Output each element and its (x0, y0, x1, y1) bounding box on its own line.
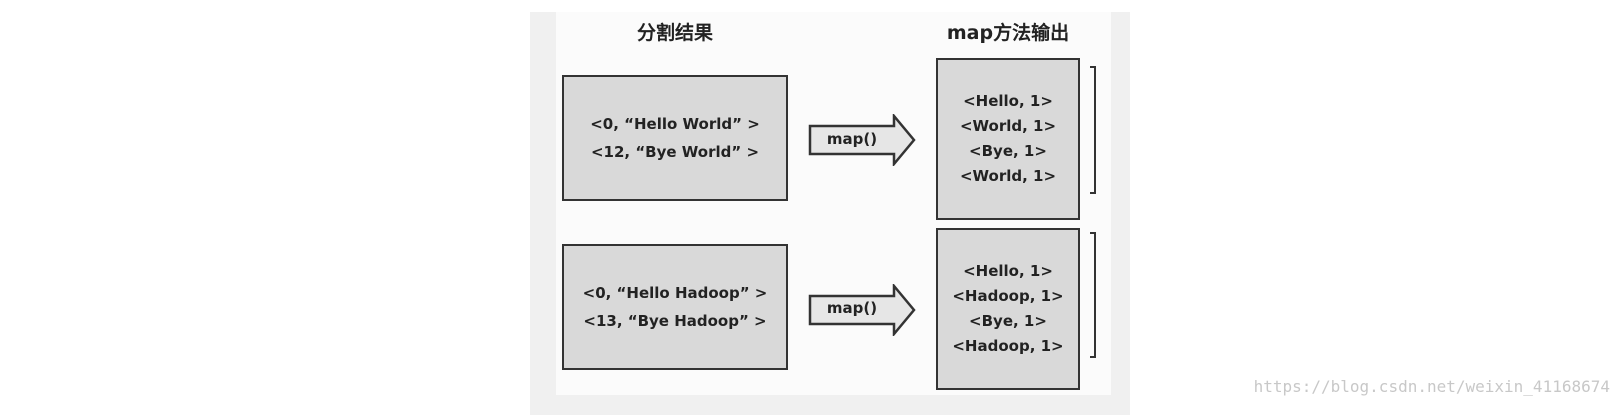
output-line: <Hello, 1> (963, 262, 1053, 280)
split-line: <0, “Hello Hadoop” > (582, 284, 768, 302)
output-line: <Hadoop, 1> (952, 287, 1064, 305)
map-output-box-1: <Hello, 1> <World, 1> <Bye, 1> <World, 1… (936, 58, 1080, 220)
output-line: <Bye, 1> (969, 142, 1047, 160)
watermark-url: https://blog.csdn.net/weixin_41168674 (1253, 377, 1610, 396)
output-line: <Hadoop, 1> (952, 337, 1064, 355)
split-line: <0, “Hello World” > (590, 115, 760, 133)
output-line: <Bye, 1> (969, 312, 1047, 330)
map-arrow-label: map() (826, 130, 878, 148)
map-output-box-2: <Hello, 1> <Hadoop, 1> <Bye, 1> <Hadoop,… (936, 228, 1080, 390)
map-arrow-label: map() (826, 299, 878, 317)
split-line: <13, “Bye Hadoop” > (583, 312, 767, 330)
map-arrow-1 (808, 114, 916, 166)
split-box-1: <0, “Hello World” > <12, “Bye World” > (562, 75, 788, 201)
output-line: <World, 1> (959, 117, 1057, 135)
map-output-heading: map方法输出 (946, 22, 1070, 44)
output-line: <Hello, 1> (963, 92, 1053, 110)
split-line: <12, “Bye World” > (590, 143, 760, 161)
output-line: <World, 1> (959, 167, 1057, 185)
group-bracket-2 (1090, 232, 1096, 358)
map-arrow-2 (808, 284, 916, 336)
group-bracket-1 (1090, 66, 1096, 194)
split-result-heading: 分割结果 (636, 22, 713, 44)
split-box-2: <0, “Hello Hadoop” > <13, “Bye Hadoop” > (562, 244, 788, 370)
